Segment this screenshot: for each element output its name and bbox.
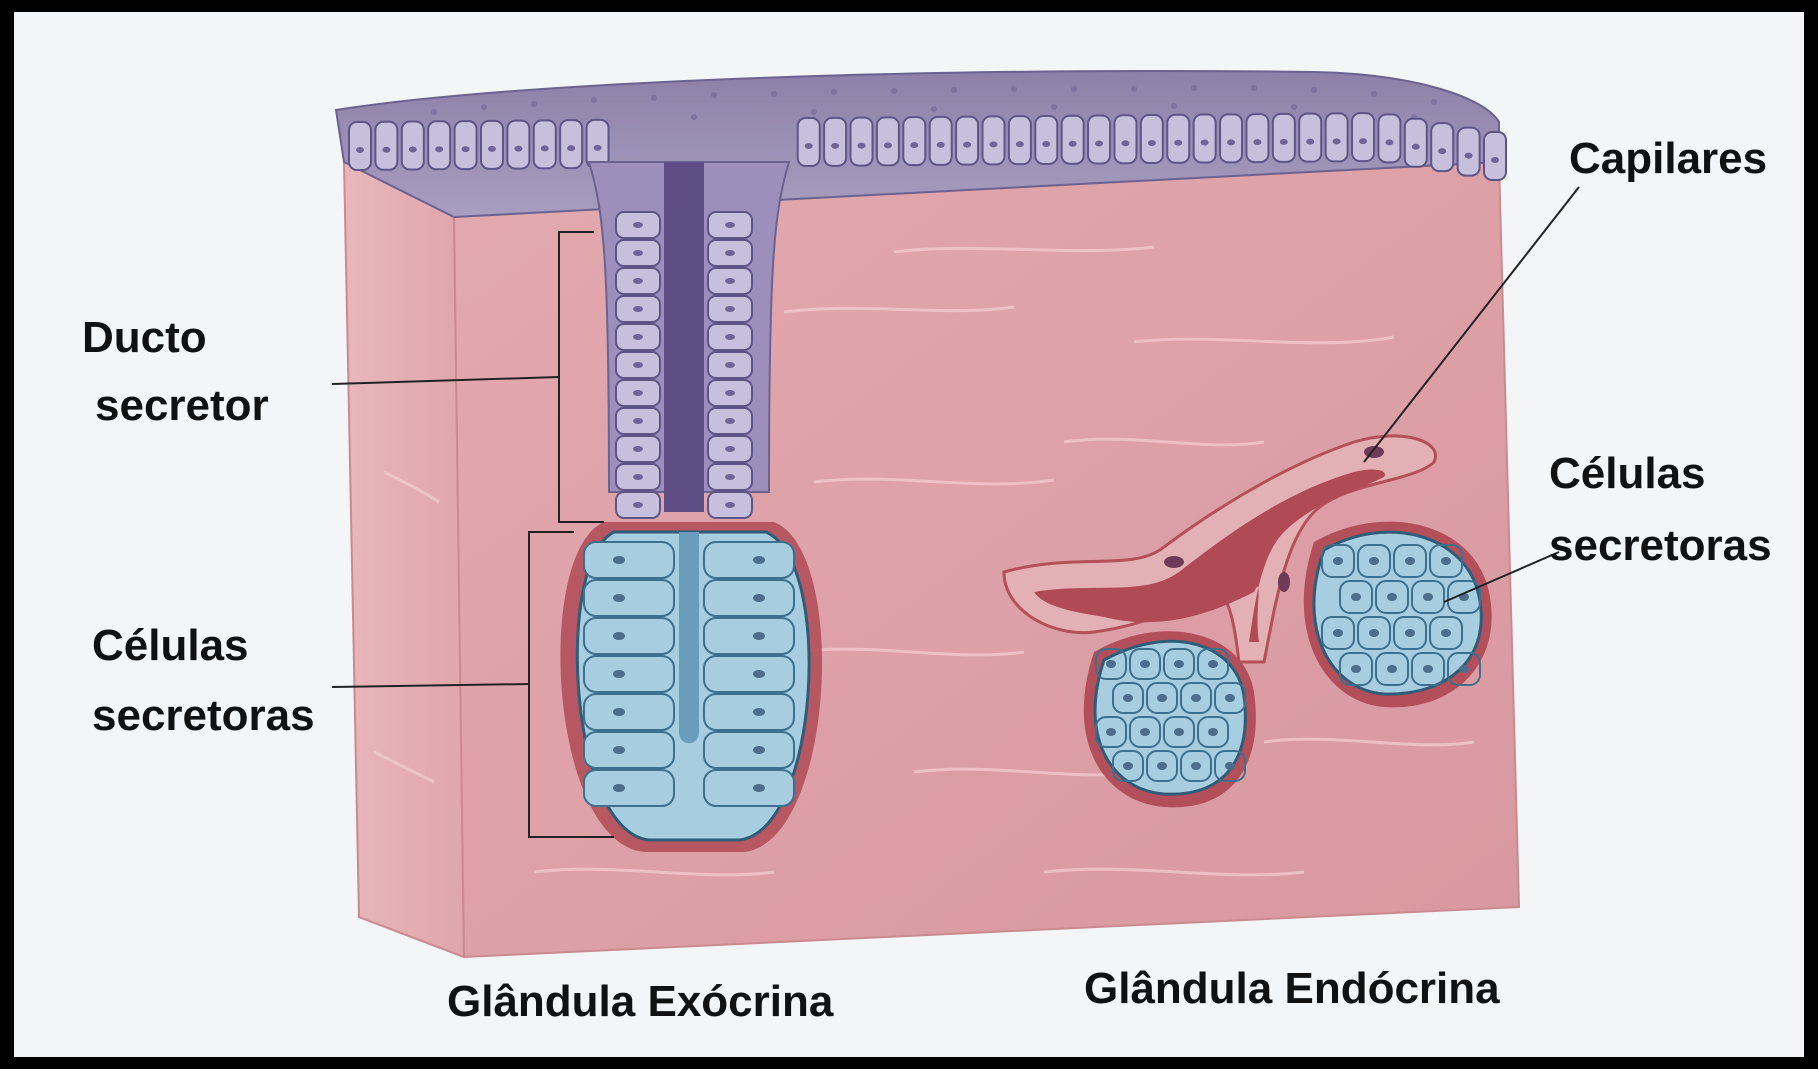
- label-celulas-left-line1: Células: [92, 624, 249, 668]
- caption-endocrina: Glândula Endócrina: [1084, 967, 1500, 1011]
- label-celulas-left-line2: secretoras: [92, 694, 315, 738]
- label-ducto-line2: secretor: [95, 384, 269, 428]
- label-celulas-right-line1: Células: [1549, 452, 1706, 496]
- label-celulas-right-line2: secretoras: [1549, 524, 1772, 568]
- diagram-canvas: Ducto secretor Células secretoras Capila…: [14, 12, 1804, 1057]
- label-ducto-line1: Ducto: [82, 316, 207, 360]
- gland-illustration: [14, 12, 1804, 1057]
- caption-exocrina: Glândula Exócrina: [447, 980, 833, 1024]
- label-capilares: Capilares: [1569, 137, 1767, 181]
